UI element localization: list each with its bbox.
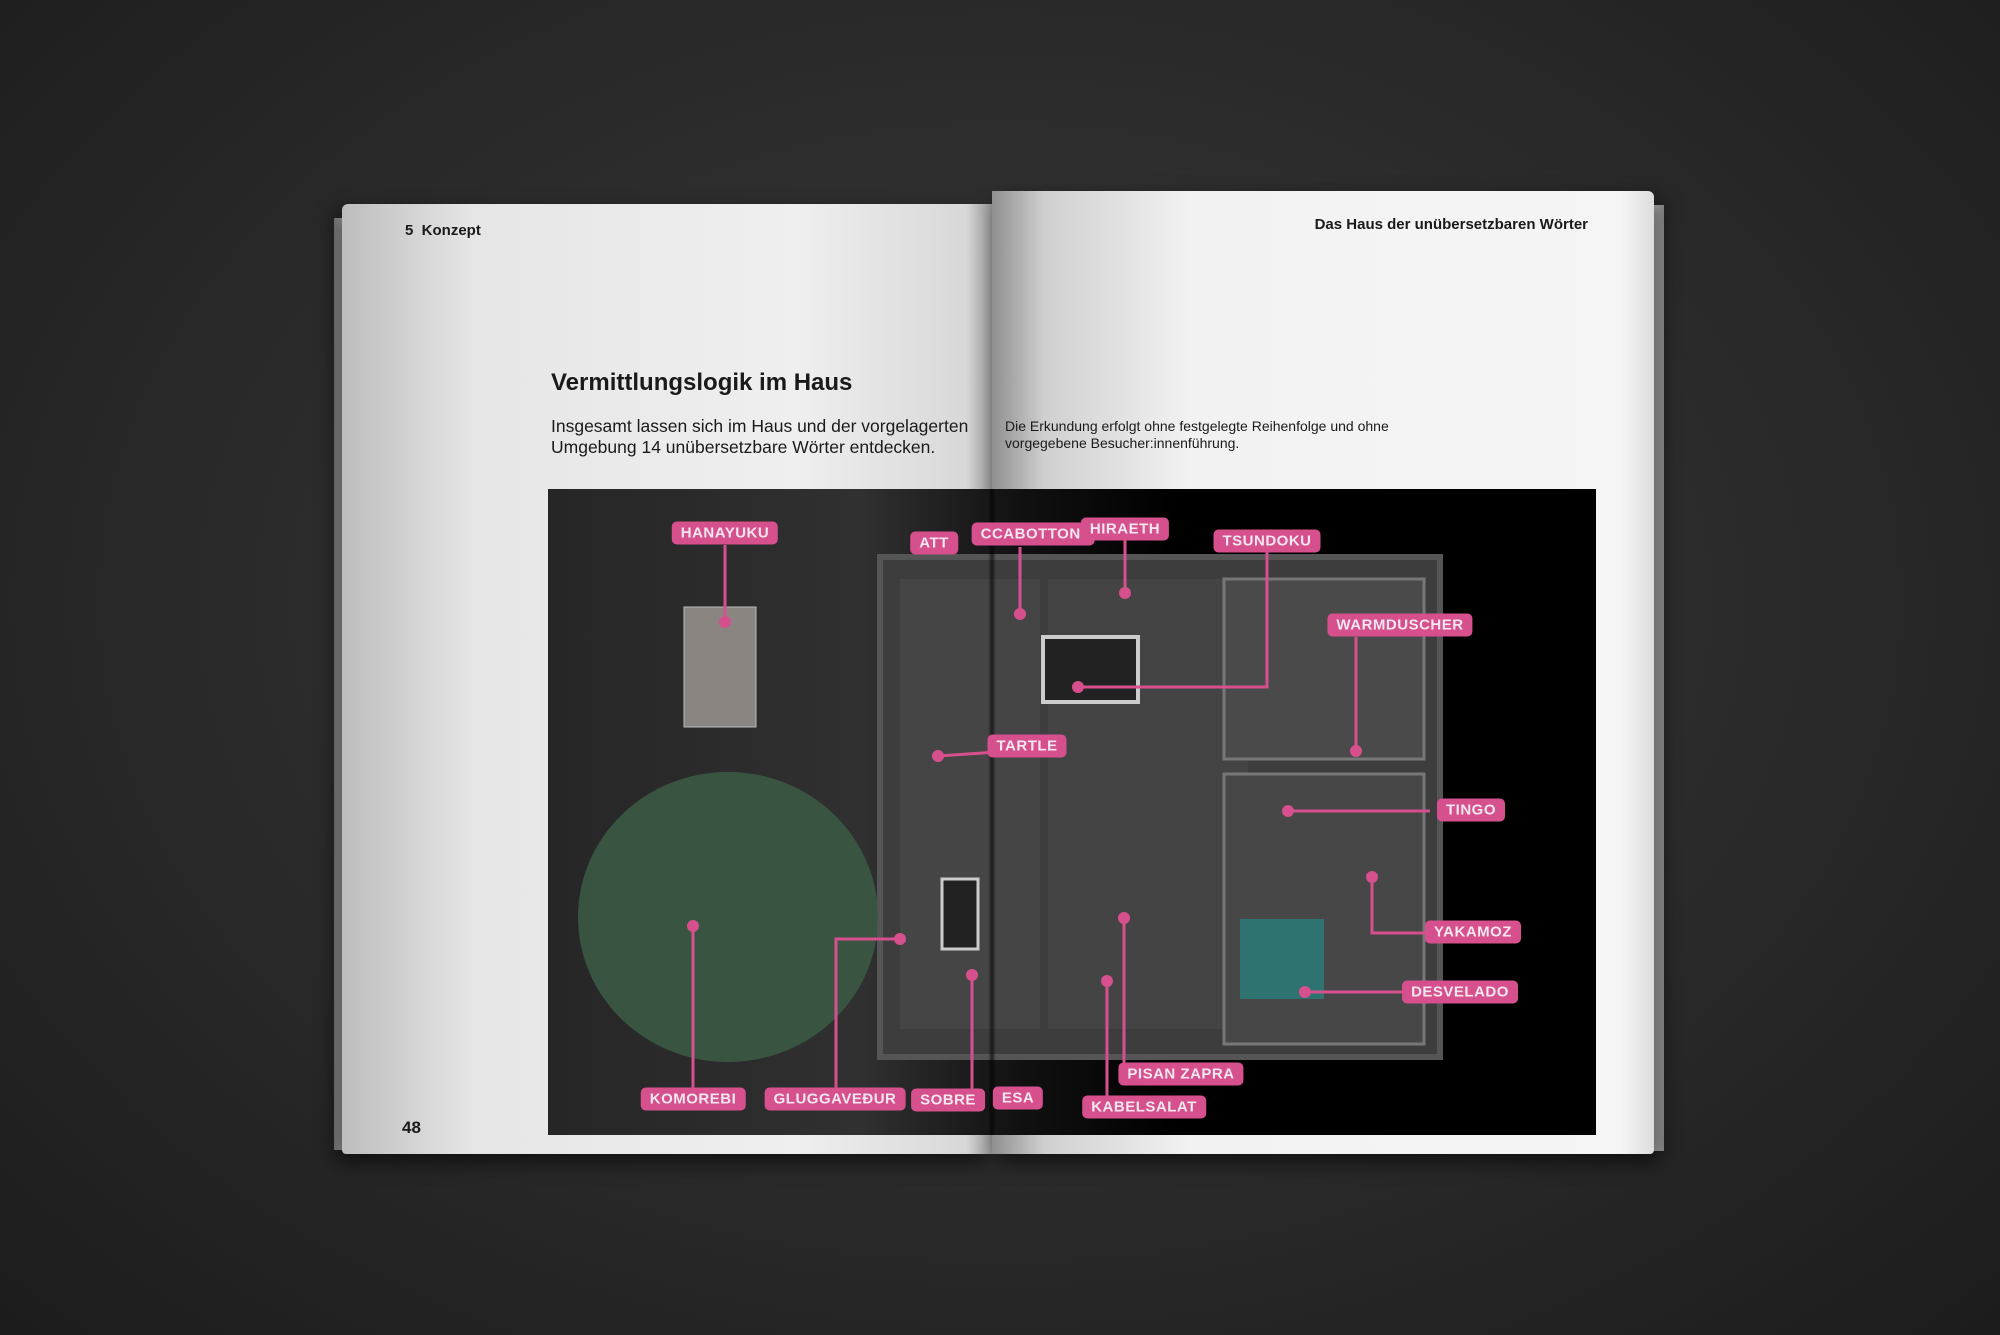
book-title-header: Das Haus der unübersetzbaren Wörter — [1314, 216, 1588, 233]
label-komorebi: KOMOREBI — [640, 1087, 746, 1111]
label-tingo: TINGO — [1437, 798, 1505, 822]
rug — [1041, 635, 1140, 704]
label-warmduscher: WARMDUSCHER — [1327, 613, 1473, 637]
intro-text: Insgesamt lassen sich im Haus und der vo… — [551, 416, 969, 457]
floor-plan-render — [578, 537, 1443, 1099]
label-yakamoz: YAKAMOZ — [1425, 920, 1521, 944]
room-bed — [1222, 772, 1426, 1046]
page-title: Vermittlungslogik im Haus — [551, 369, 853, 396]
chapter-header: 5 Konzept — [405, 222, 481, 239]
page-number: 48 — [402, 1118, 421, 1137]
bed — [1240, 919, 1324, 999]
room-bath — [1222, 577, 1426, 761]
label-attaccabottoni-left: ATT — [910, 531, 958, 555]
label-desvelado: DESVELADO — [1402, 980, 1518, 1004]
hanayuku-board — [683, 606, 757, 728]
label-hiraeth: HIRAETH — [1080, 517, 1170, 541]
label-tsundoku: TSUNDOKU — [1213, 529, 1321, 553]
label-gluggavedur: GLUGGAVEÐUR — [764, 1087, 906, 1111]
floor-plan-image — [548, 489, 1596, 1135]
label-attaccabottoni-right: CCABOTTONI — [971, 522, 1095, 546]
room-left — [900, 579, 1040, 1029]
exploration-text: Die Erkundung erfolgt ohne festgelegte R… — [1005, 418, 1389, 451]
label-pisan-zapra: PISAN ZAPRA — [1118, 1062, 1244, 1086]
label-hanayuku: HANAYUKU — [671, 521, 779, 545]
label-kabelsalat: KABELSALAT — [1082, 1095, 1206, 1119]
leader-lines — [691, 537, 1432, 1099]
label-tartle: TARTLE — [987, 734, 1067, 758]
komorebi-sphere — [578, 772, 878, 1062]
label-sobremesa-left: SOBRE — [911, 1088, 985, 1112]
label-sobremesa-right: ESA — [992, 1086, 1044, 1110]
table — [940, 877, 980, 951]
gutter-shadow — [988, 489, 996, 1135]
